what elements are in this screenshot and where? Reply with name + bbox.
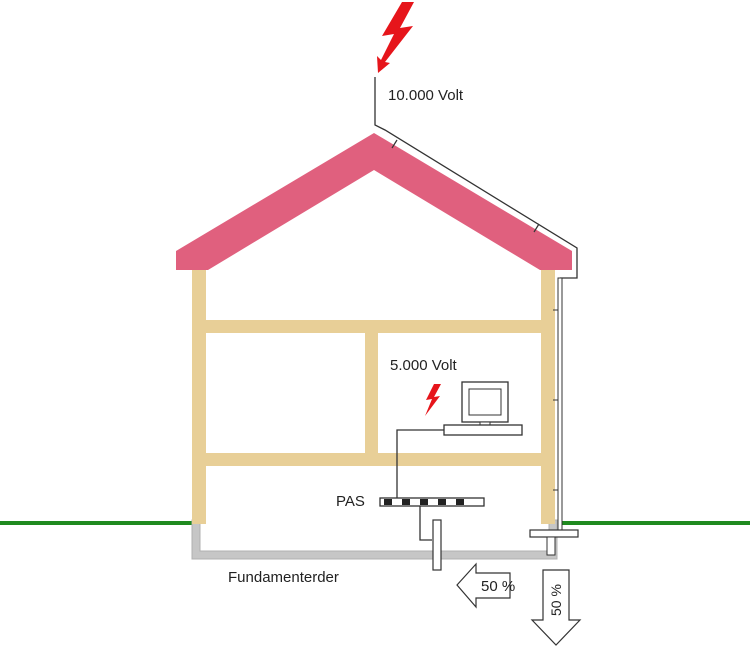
- high-voltage-label: 10.000 Volt: [388, 87, 464, 104]
- roof: [176, 133, 572, 270]
- earth-clamp: [529, 529, 579, 538]
- left-current-arrow: [456, 562, 511, 609]
- down-share-label: 50 %: [548, 584, 564, 616]
- device-voltage-label: 5.000 Volt: [390, 357, 458, 374]
- pas-busbar: [379, 497, 485, 507]
- earth-rod: [432, 519, 442, 571]
- air-termination-conductor: [374, 77, 578, 279]
- down-current-arrow: [530, 569, 582, 646]
- left-share-label: 50 %: [481, 578, 515, 595]
- earthing-lead: [419, 506, 432, 541]
- down-conductor: [557, 277, 563, 531]
- lightning-bolt-icon: [377, 2, 414, 73]
- foundation-label: Fundamenterder: [228, 569, 339, 586]
- equipotential-cable: [396, 429, 444, 498]
- computer-icon: [443, 381, 523, 436]
- surge-lightning-icon: [425, 384, 441, 416]
- house-frame: [192, 262, 555, 524]
- pas-label: PAS: [336, 493, 365, 510]
- foundation-earth-electrode: [191, 519, 558, 560]
